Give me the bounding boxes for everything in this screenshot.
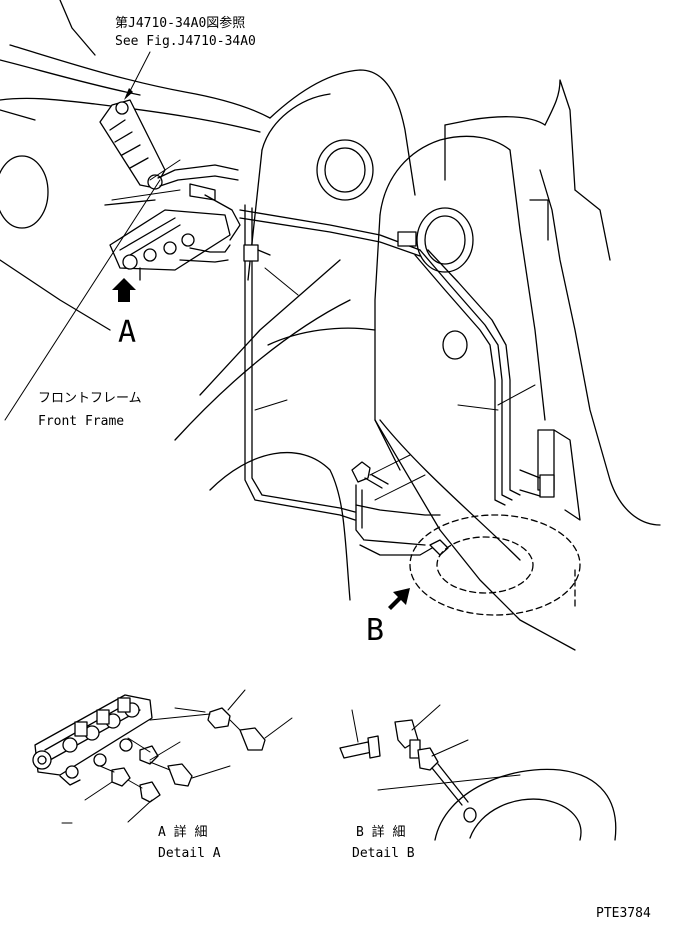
reference-leader [127,51,151,96]
detail-b-drawing [339,704,617,841]
reference-label-jp: 第J4710-34A0図参照 [115,15,245,31]
front-frame-label-en: Front Frame [38,414,124,429]
reference-label-en: See Fig.J4710-34A0 [115,34,256,49]
view-a-arrow [112,278,136,302]
reference-leader-arrowhead [124,88,133,100]
view-a-label: A [118,315,136,350]
detail-a-label-en: Detail A [158,846,221,861]
view-b-arrow [388,588,410,610]
view-b-label: B [366,613,384,648]
detail-b-label-jp: B 詳 細 [356,824,405,840]
front-frame-leader [4,179,161,421]
drawing-number: PTE3784 [596,906,651,921]
main-view-leader-lines [111,159,536,501]
front-frame-label-jp: フロントフレーム [38,391,142,406]
detail-b-label-en: Detail B [352,846,415,861]
front-frame-drawing [0,0,661,651]
detail-a-drawing [32,689,293,824]
detail-a-label-jp: A 詳 細 [158,824,207,840]
valve-block-a [104,199,231,281]
